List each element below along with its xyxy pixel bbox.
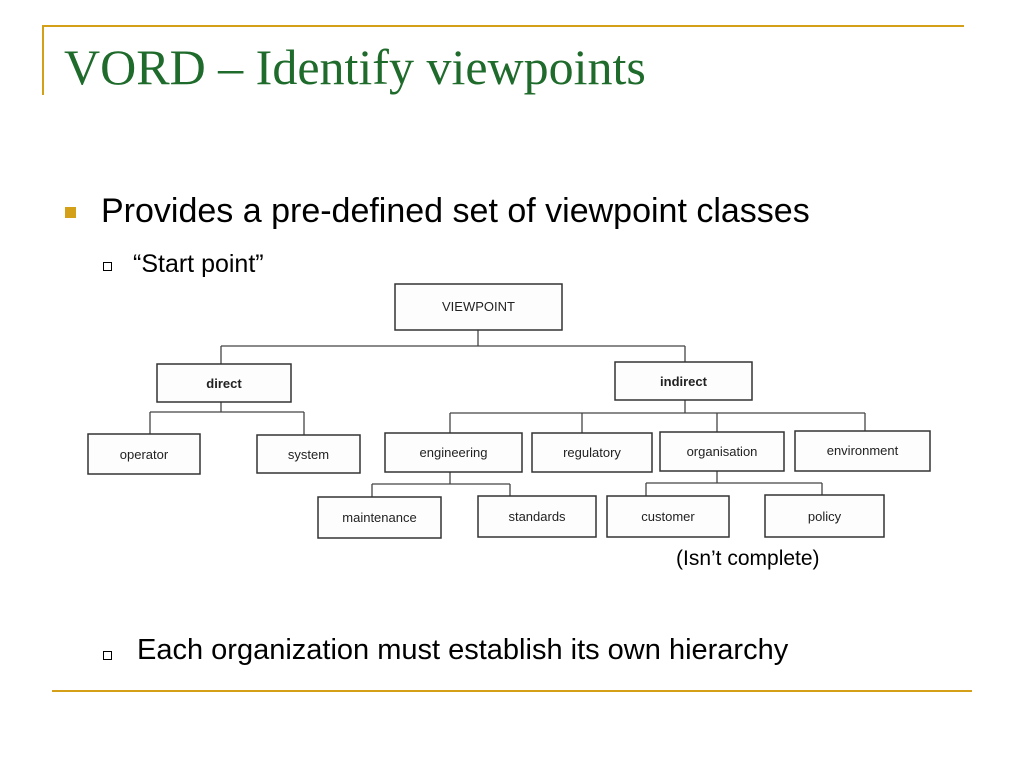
node-organisation-label: organisation <box>687 444 758 459</box>
node-maintenance: maintenance <box>317 496 442 539</box>
node-policy-label: policy <box>808 509 842 524</box>
node-environment: environment <box>794 430 931 472</box>
node-standards-label: standards <box>508 509 566 524</box>
node-organisation: organisation <box>659 431 785 472</box>
node-regulatory: regulatory <box>531 432 653 473</box>
top-rule <box>42 25 964 27</box>
node-policy: policy <box>764 494 885 538</box>
left-rule <box>42 25 44 95</box>
node-system: system <box>256 434 361 474</box>
sub-bullet-box-icon <box>103 651 112 660</box>
slide-title: VORD – Identify viewpoints <box>64 39 646 95</box>
node-regulatory-label: regulatory <box>563 445 621 460</box>
node-viewpoint: VIEWPOINT <box>394 283 563 331</box>
node-maintenance-label: maintenance <box>342 510 416 525</box>
node-indirect: indirect <box>614 361 753 401</box>
node-operator-label: operator <box>120 447 169 462</box>
node-direct: direct <box>156 363 292 403</box>
node-indirect-label: indirect <box>660 374 708 389</box>
node-customer-label: customer <box>641 509 695 524</box>
node-system-label: system <box>288 447 329 462</box>
sub-bullet-start-point: “Start point” <box>133 250 264 278</box>
node-operator: operator <box>87 433 201 475</box>
node-engineering-label: engineering <box>420 445 488 460</box>
bullet-text: Provides a pre-defined set of viewpoint … <box>101 192 810 230</box>
node-environment-label: environment <box>827 443 899 458</box>
diagram-note: (Isn’t complete) <box>676 547 820 570</box>
bullet-square-icon <box>65 207 76 218</box>
sub-bullet-box-icon <box>103 262 112 271</box>
sub-bullet-hierarchy: Each organization must establish its own… <box>137 634 789 666</box>
node-direct-label: direct <box>206 376 242 391</box>
connector-lines <box>149 330 866 497</box>
node-standards: standards <box>477 495 597 538</box>
bottom-rule <box>52 690 972 692</box>
node-customer: customer <box>606 495 730 538</box>
node-engineering: engineering <box>384 432 523 473</box>
node-viewpoint-label: VIEWPOINT <box>442 299 515 314</box>
